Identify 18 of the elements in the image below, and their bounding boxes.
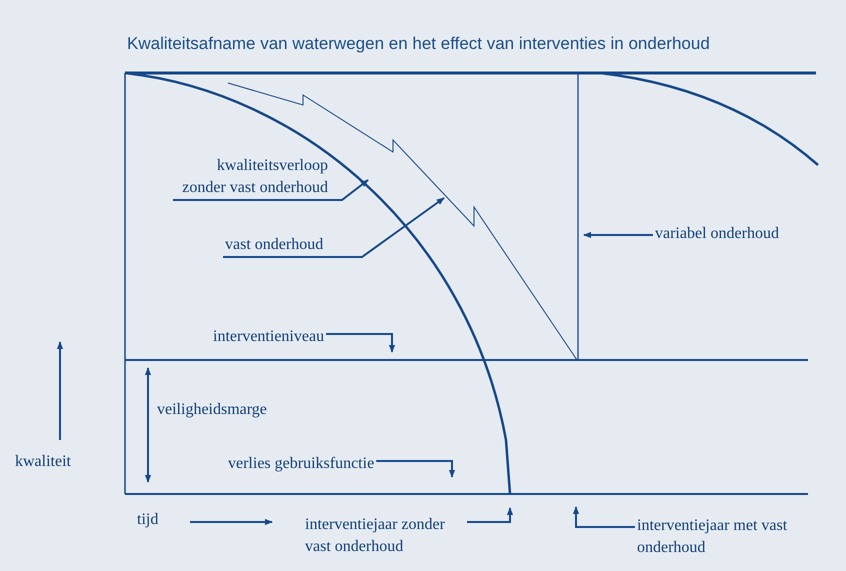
annotation-label: verlies gebruiksfunctie [228, 453, 374, 475]
annotation-label: interventiejaar zonder vast onderhoud [305, 514, 465, 558]
annotation-label: kwaliteitsverloop zonder vast onderhoud [175, 155, 328, 199]
leader-line [326, 333, 396, 353]
annotation-label: interventieniveau [213, 326, 324, 348]
axis-label: veiligheidsmarge [157, 400, 267, 420]
annotation-label: vast onderhoud [225, 234, 324, 256]
leader-line [223, 197, 445, 258]
diagram-title: Kwaliteitsafname van waterwegen en het effect van interventies in onderhoud [127, 33, 711, 55]
leader-line [572, 506, 635, 528]
leader-line [376, 460, 456, 478]
annotation-label: interventiejaar met vast onderhoud [637, 515, 802, 559]
leader-line [467, 507, 514, 523]
annotation-label: variabel onderhoud [655, 223, 779, 245]
leader-line [583, 232, 653, 238]
axis-label: tijd [137, 510, 158, 530]
leader-line [173, 179, 369, 201]
axis-label: kwaliteit [15, 452, 71, 472]
